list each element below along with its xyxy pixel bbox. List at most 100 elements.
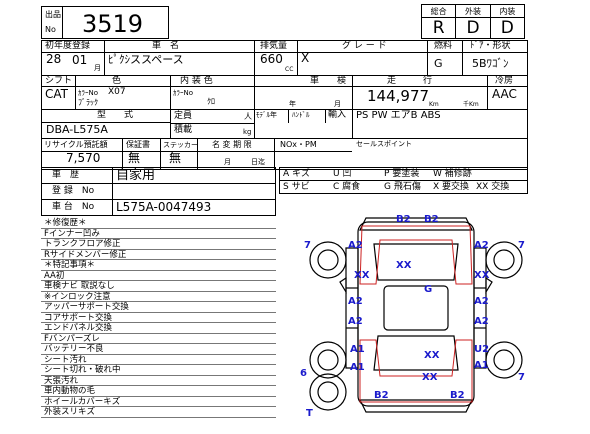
reg-month: 01 [72,53,88,67]
grade-label-interior: 内装 [489,4,526,18]
damage-mark-right-front-fender: 7 [518,240,525,251]
km-unit: Km [429,101,439,108]
kg-unit: kg [243,128,252,136]
note-line: 天張汚れ [41,376,276,386]
displacement: 660 [260,52,283,66]
inspection-label: 車 検 [310,76,347,86]
damage-mark-rear-bumper-right: B2 [450,390,465,401]
load-label: 積載 [174,125,193,135]
damage-mark-left-door-1: A2 [348,296,363,307]
grade-exterior: D [455,17,491,39]
note-line: 車内動物の毛 [41,386,276,397]
model-change-label: ﾓﾃﾞﾙ年 [256,111,277,119]
reg-year: 28 [46,52,62,66]
note-line: AA初 [41,271,276,281]
legend-w: W 補修跡 [433,169,472,179]
note-line: ＊特記事項＊ [41,260,276,271]
grade-interior: D [489,17,526,39]
legend-s: S サビ [283,182,310,192]
history-label: 車 歴 [52,170,80,180]
model: DBA-L575A [46,123,108,136]
damage-mark-right-rear: U2 [474,344,489,355]
color-label: 色 [112,76,122,86]
legend-x: X 要交換 [433,182,470,192]
note-line: ※インロック注意 [41,292,276,302]
interior-color: ｸﾛ [207,97,215,106]
history-value: 自家用 [116,168,156,183]
note-line: ホイールカバーキズ [41,397,276,407]
shift-label: シフト [45,76,73,86]
name-change-day: 日迄 [251,158,265,166]
note-line: ＊修復歴＊ [41,218,276,229]
grade-label-overall: 総合 [420,4,457,18]
lot-number: 3519 [82,10,144,38]
legend-xx: XX 交換 [476,182,510,192]
damage-mark-right-rear-wheel: 7 [518,372,525,383]
capacity-label: 定員 [174,111,193,121]
damage-mark-right-front-upper: A2 [474,240,489,251]
color-no-label: ｶﾗｰNo [78,89,99,97]
car-name-label: 車 名 [152,41,180,51]
legend-p: P 要塗装 [384,169,420,179]
note-line: シート切れ・破れ中 [41,365,276,376]
legend-c: C 腐食 [333,182,361,192]
chassis-value: L575A-0047493 [116,200,212,214]
note-line: Fバンパーズレ [41,334,276,344]
damage-mark-rear-bumper-left: B2 [374,390,389,401]
spec-grid: 初年度登録 車 名 排気量 グ レ ー ド 燃料 ﾄﾞｱ・形状 28 01 月 … [41,40,528,170]
doors: 5Bﾜｺﾞﾝ [472,57,509,70]
name-change-month: 月 [224,158,231,166]
interior-label: 内 装 色 [180,76,213,86]
damage-mark-front-right: XX [474,270,490,281]
reg-no-label: 登 録 No [52,186,95,196]
lot-box: 出品 No 3519 [41,6,169,39]
sticker: 無 [169,151,182,165]
damage-mark-left-rear-lower: A1 [350,362,365,373]
grade-label: グ レ ー ド [342,41,387,51]
cc-unit: CC [285,66,294,73]
fuel-label: 燃料 [434,41,453,51]
damage-mark-left-front-pillar: XX [354,270,370,281]
note-line: アッパーサポート交換 [41,302,276,313]
recycle-amount: 7,570 [66,151,101,165]
note-line: 外装スリキズ [41,407,276,418]
damage-mark-roof-front-left: B2 [396,214,411,225]
equipment: PS PW エアB ABS [356,110,441,121]
color-no: X07 [108,87,126,97]
shift: CAT [45,87,68,101]
legend-u: U 凹 [333,169,352,179]
damage-mark-roof-front-right: B2 [424,214,439,225]
lot-label-1: 出品 [45,10,61,19]
model-label: 型 式 [97,110,134,120]
damage-mark-rear-bottom: XX [422,372,438,383]
sales-point-label: セールスポイント [356,140,412,148]
note-line: コアサポート交換 [41,313,276,323]
legend-block: A キズ U 凹 P 要塗装 W 補修跡 S サビ C 腐食 G 飛石傷 X 要… [279,167,528,194]
grade-overall: R [420,17,457,39]
name-change-label: 名 変 期 限 [212,140,252,149]
warranty: 無 [128,151,141,165]
reg-month-unit: 月 [94,64,101,72]
legend-a: A キズ [283,169,311,179]
handle-label: ﾊﾝﾄﾞﾙ [292,111,310,119]
fuel: G [434,57,443,70]
warranty-label: 保証書 [126,140,150,149]
note-line: 車検ナビ 取説なし [41,281,276,292]
sticker-label: ステッカー [163,141,198,149]
damage-mark-left-door-2: A2 [348,316,363,327]
displacement-label: 排気量 [260,41,288,51]
note-line: バッテリー不良 [41,344,276,355]
inspection-month-unit: 月 [334,100,341,108]
damage-mark-right-rear-lower: A1 [474,360,489,371]
damage-mark-left-front-fender: 7 [304,240,311,251]
lot-divider [62,7,63,38]
person-unit: 人 [244,112,252,121]
note-line: エンドパネル交換 [41,323,276,334]
mileage-label: 走 行 [387,76,433,86]
history-block: 車 歴 自家用 登 録 No 車 台 No L575A-0047493 [41,167,276,216]
color-name: ﾌﾞﾗｯｸ [78,98,98,107]
